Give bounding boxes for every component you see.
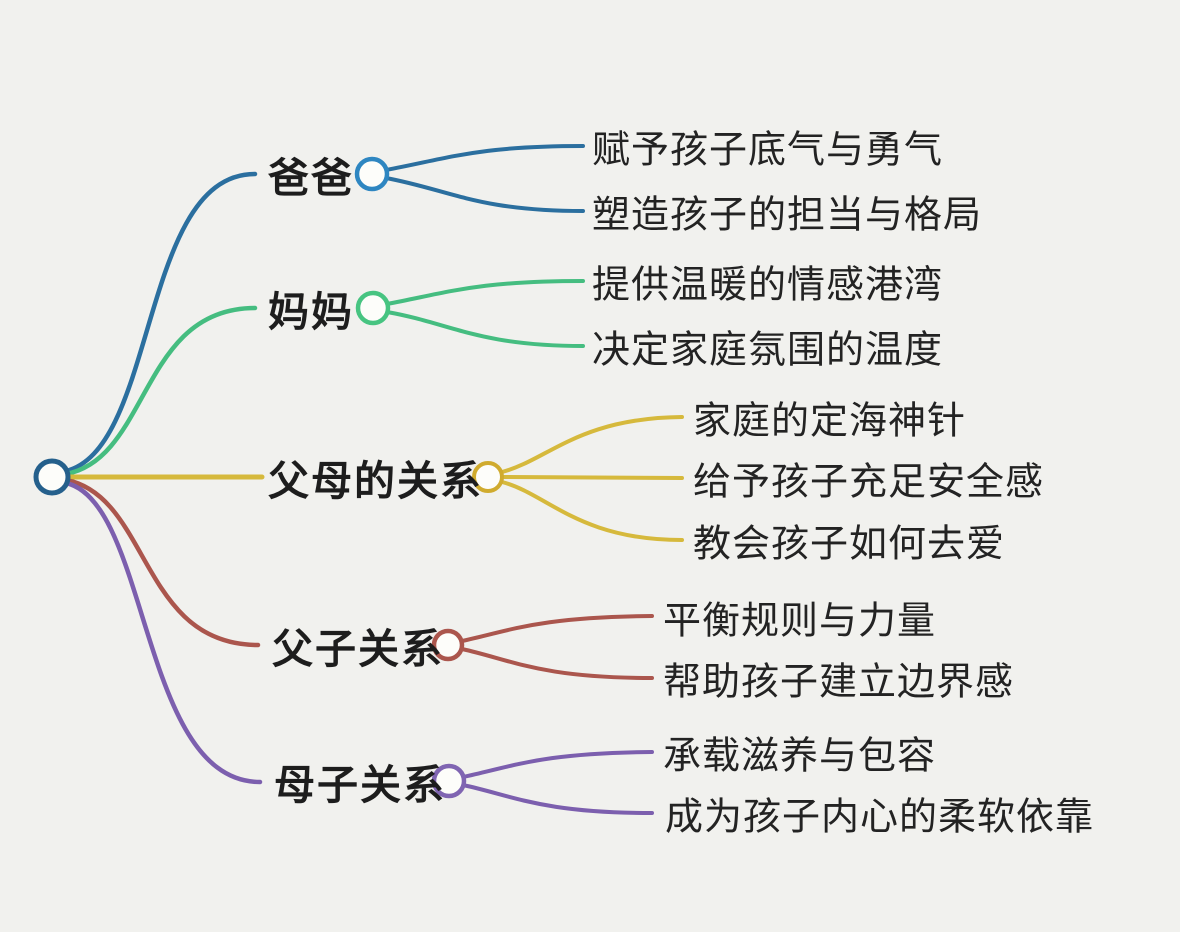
- root-to-father-child-curve: [63, 477, 261, 648]
- leaf-label-mom-2[interactable]: 决定家庭氛围的温度: [592, 329, 944, 372]
- father-child-node-circle[interactable]: [431, 628, 465, 662]
- parents-node-circle[interactable]: [472, 461, 504, 493]
- root-to-dad-curve: [63, 171, 258, 474]
- leaf-label-parents-2[interactable]: 给予孩子充足安全感: [693, 461, 1045, 504]
- root-node-circle[interactable]: [33, 458, 71, 496]
- leaf-label-father-child-1[interactable]: 平衡规则与力量: [663, 600, 937, 643]
- mom-leaf-curve-2: [385, 310, 585, 348]
- father-child-leaf-curve-2: [460, 647, 654, 680]
- dad-node-circle[interactable]: [354, 156, 390, 192]
- mom-leaf-curve-1: [385, 279, 585, 306]
- leaf-label-father-child-2[interactable]: 帮助孩子建立边界感: [663, 661, 1015, 704]
- leaf-label-parents-1[interactable]: 家庭的定海神针: [693, 400, 967, 443]
- branch-label-mother-child[interactable]: 母子关系: [274, 762, 446, 808]
- mother-child-leaf-curve-2: [461, 783, 654, 815]
- branch-label-dad[interactable]: 爸爸: [268, 155, 354, 201]
- branch-label-father-child[interactable]: 父子关系: [272, 626, 444, 672]
- leaf-label-mother-child-1[interactable]: 承载滋养与包容: [663, 735, 937, 778]
- mother-child-leaf-curve-1: [461, 750, 654, 779]
- leaf-label-parents-3[interactable]: 教会孩子如何去爱: [693, 523, 1006, 566]
- dad-leaf-curve-2: [384, 176, 585, 213]
- leaf-label-dad-1[interactable]: 赋予孩子底气与勇气: [592, 129, 944, 172]
- leaf-label-mom-1[interactable]: 提供温暖的情感港湾: [592, 264, 944, 307]
- branch-label-mom[interactable]: 妈妈: [268, 289, 354, 335]
- root-to-mom-curve: [63, 305, 258, 477]
- branch-label-parents-relationship[interactable]: 父母的关系: [268, 458, 483, 504]
- root-to-mother-child-curve: [63, 480, 263, 785]
- father-child-leaf-curve-1: [460, 614, 654, 643]
- mom-node-circle[interactable]: [355, 290, 391, 326]
- dad-leaf-curve-1: [384, 144, 585, 172]
- parents-leaf-curve-1: [500, 415, 684, 474]
- parents-leaf-curve-2: [500, 475, 684, 480]
- mother-child-node-circle[interactable]: [431, 763, 467, 799]
- parents-leaf-curve-3: [500, 480, 684, 542]
- leaf-label-mother-child-2[interactable]: 成为孩子内心的柔软依靠: [665, 796, 1095, 839]
- leaf-label-dad-2[interactable]: 塑造孩子的担当与格局: [592, 194, 983, 237]
